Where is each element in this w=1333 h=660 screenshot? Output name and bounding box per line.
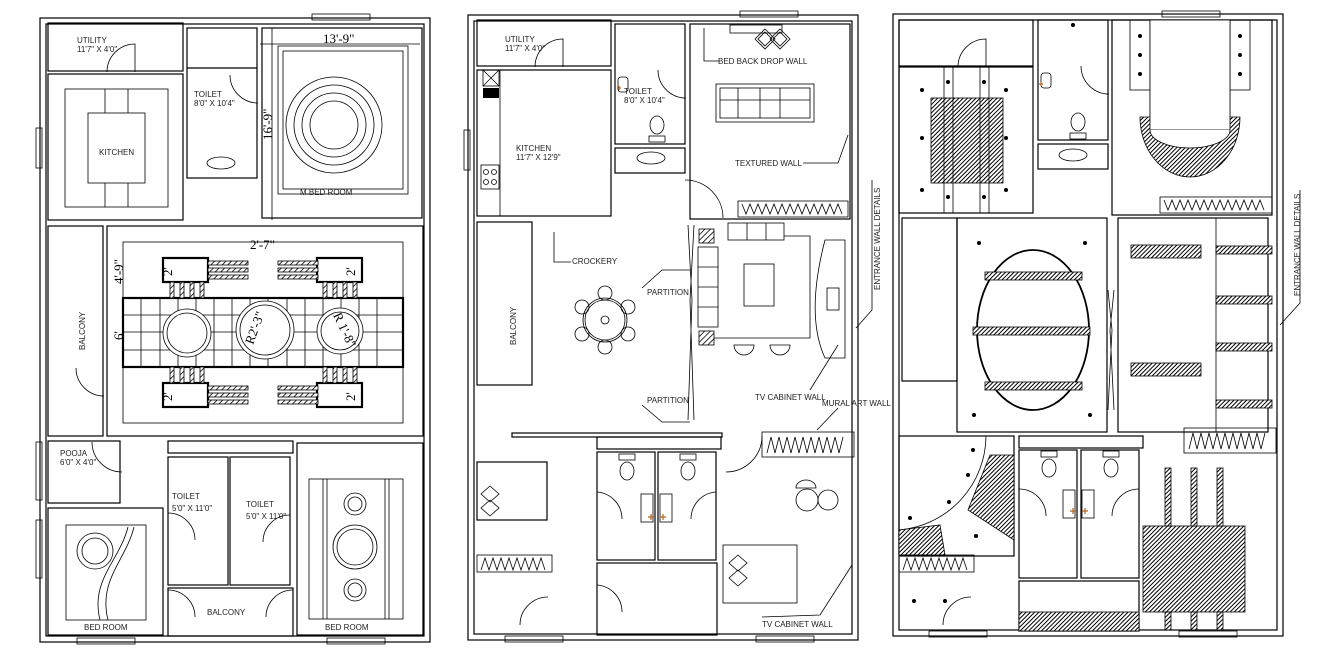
bed-back-drop-motif	[754, 28, 791, 50]
room-balcony	[47, 225, 104, 437]
dim-dining-gap: 2'-7"	[250, 237, 275, 252]
wc-icon	[649, 115, 665, 135]
label-balcony-bottom: BALCONY	[207, 608, 246, 617]
label-toilet: TOILET	[624, 87, 652, 96]
label-pooja-size: 6'0" X 4'0"	[60, 458, 96, 467]
label-toilet-size: 8'0" X 10'4"	[194, 99, 235, 108]
dim-master-bed-height: 16'-9"	[260, 109, 275, 140]
inner-wall	[473, 20, 853, 635]
door-swing	[106, 43, 136, 73]
dim-chair: 2'	[343, 392, 358, 401]
dim-chair: 2'	[343, 267, 358, 276]
label-partition-top: PARTITION	[647, 288, 689, 297]
label-toilet: TOILET	[194, 90, 222, 99]
outer-wall	[892, 13, 1284, 637]
label-balcony-side: BALCONY	[78, 311, 87, 350]
wash-basin	[206, 156, 236, 170]
label-tv-cabinet-wall-top: TV CABINET WALL	[755, 393, 826, 402]
label-toilet-left: TOILET	[172, 492, 200, 501]
label-entrance-wall: ENTRANCE WALL DETAILS	[873, 188, 882, 290]
label-textured-wall: TEXTURED WALL	[735, 159, 802, 168]
room-toilet	[614, 23, 686, 145]
label-bedroom-right: BED ROOM	[325, 623, 369, 632]
label-tv-cabinet-wall-bottom: TV CABINET WALL	[762, 620, 833, 629]
wash-basin	[636, 151, 666, 165]
label-utility-size: 11'7" X 4'0"	[77, 45, 117, 54]
label-crockery: CROCKERY	[572, 257, 618, 266]
door-swing	[229, 74, 259, 104]
label-toilet-right: TOILET	[246, 500, 274, 509]
room-utility	[47, 22, 184, 72]
ceiling-living	[1117, 217, 1269, 433]
room-balcony-bottom	[167, 587, 294, 637]
room-toilet-left	[167, 456, 229, 586]
label-toilet-size: 8'0" X 10'4"	[624, 96, 665, 105]
door-swing	[262, 514, 291, 543]
room-dining	[106, 225, 424, 437]
room-bedroom-right	[296, 442, 424, 636]
dim-dining-width: 6'	[111, 331, 126, 340]
room-toilet	[657, 451, 717, 561]
door-swing	[167, 512, 196, 541]
label-kitchen-size: 11'7" X 12'9"	[516, 153, 561, 162]
outer-wall	[39, 17, 431, 643]
bed-icon	[476, 461, 548, 521]
room-balcony	[476, 221, 533, 386]
label-utility: UTILITY	[77, 36, 107, 45]
tv-cabinet-wall	[814, 239, 846, 359]
label-entrance-wall-ceiling: ENTRANCE WALL DETAILS	[1293, 194, 1302, 296]
dim-chair: 2'	[160, 267, 175, 276]
ceiling-light-points	[908, 23, 1242, 603]
hatched-ceiling-panel	[930, 97, 1004, 184]
ceiling-panel	[277, 45, 409, 195]
label-utility-size: 11'7" X 4'0"	[505, 44, 545, 53]
outer-wall	[467, 14, 859, 641]
coffee-table	[743, 263, 775, 307]
room-kitchen	[47, 73, 184, 221]
label-bed-back-drop-wall: BED BACK DROP WALL	[718, 57, 808, 66]
label-kitchen: KITCHEN	[99, 148, 134, 157]
dim-chair: 2'	[160, 392, 175, 401]
bed-icon	[715, 83, 815, 123]
room-toilet	[596, 451, 656, 561]
label-kitchen: KITCHEN	[516, 144, 551, 153]
room-master-bed	[689, 23, 851, 220]
label-toilet-right-size: 5'0" X 11'0"	[246, 512, 286, 521]
sink-icon	[482, 69, 500, 87]
room-utility	[476, 19, 612, 67]
label-master-bed: M.BED ROOM	[300, 188, 353, 197]
door-swing	[91, 441, 123, 473]
room-master-bed	[261, 27, 423, 219]
dining-table-six-seater	[574, 285, 636, 355]
dim-dining-depth: 4'-9"	[111, 259, 126, 284]
label-balcony: BALCONY	[509, 306, 518, 345]
door-swing	[75, 367, 105, 397]
hatched-ceiling-panel	[1142, 525, 1246, 613]
room-toilet-right	[229, 456, 291, 586]
label-pooja: POOJA	[60, 449, 88, 458]
stove-icon	[480, 164, 500, 190]
label-utility: UTILITY	[505, 35, 535, 44]
ceiling-panel-inner	[87, 112, 146, 184]
dim-master-bed-width: 13'-9"	[323, 31, 354, 46]
label-bedroom-left: BED ROOM	[84, 623, 128, 632]
plan-ceiling: ENTRANCE WALL DETAILS	[892, 10, 1302, 638]
room-bedroom-left	[47, 507, 164, 636]
ceiling-dining	[956, 217, 1108, 433]
bed-icon	[722, 544, 798, 604]
label-toilet-left-size: 5'0" X 11'0"	[172, 504, 212, 513]
label-mural-art-wall: MURAL ART WALL	[822, 399, 891, 408]
plan-furniture-layout: UTILITY 11'7" X 4'0" KITCHEN TOILET 8'0"…	[39, 17, 431, 643]
room-kitchen	[476, 69, 612, 217]
ceiling-panel	[64, 88, 169, 208]
window-openings	[35, 10, 815, 645]
dining-table-grid	[121, 296, 405, 369]
plan-interior-details: UTILITY 11'7" X 4'0" KITCHEN 11'7" X 12'…	[467, 14, 891, 641]
ceiling-kitchen	[898, 66, 1034, 214]
label-partition-bottom: PARTITION	[647, 396, 689, 405]
textured-wall-panel	[737, 200, 849, 218]
